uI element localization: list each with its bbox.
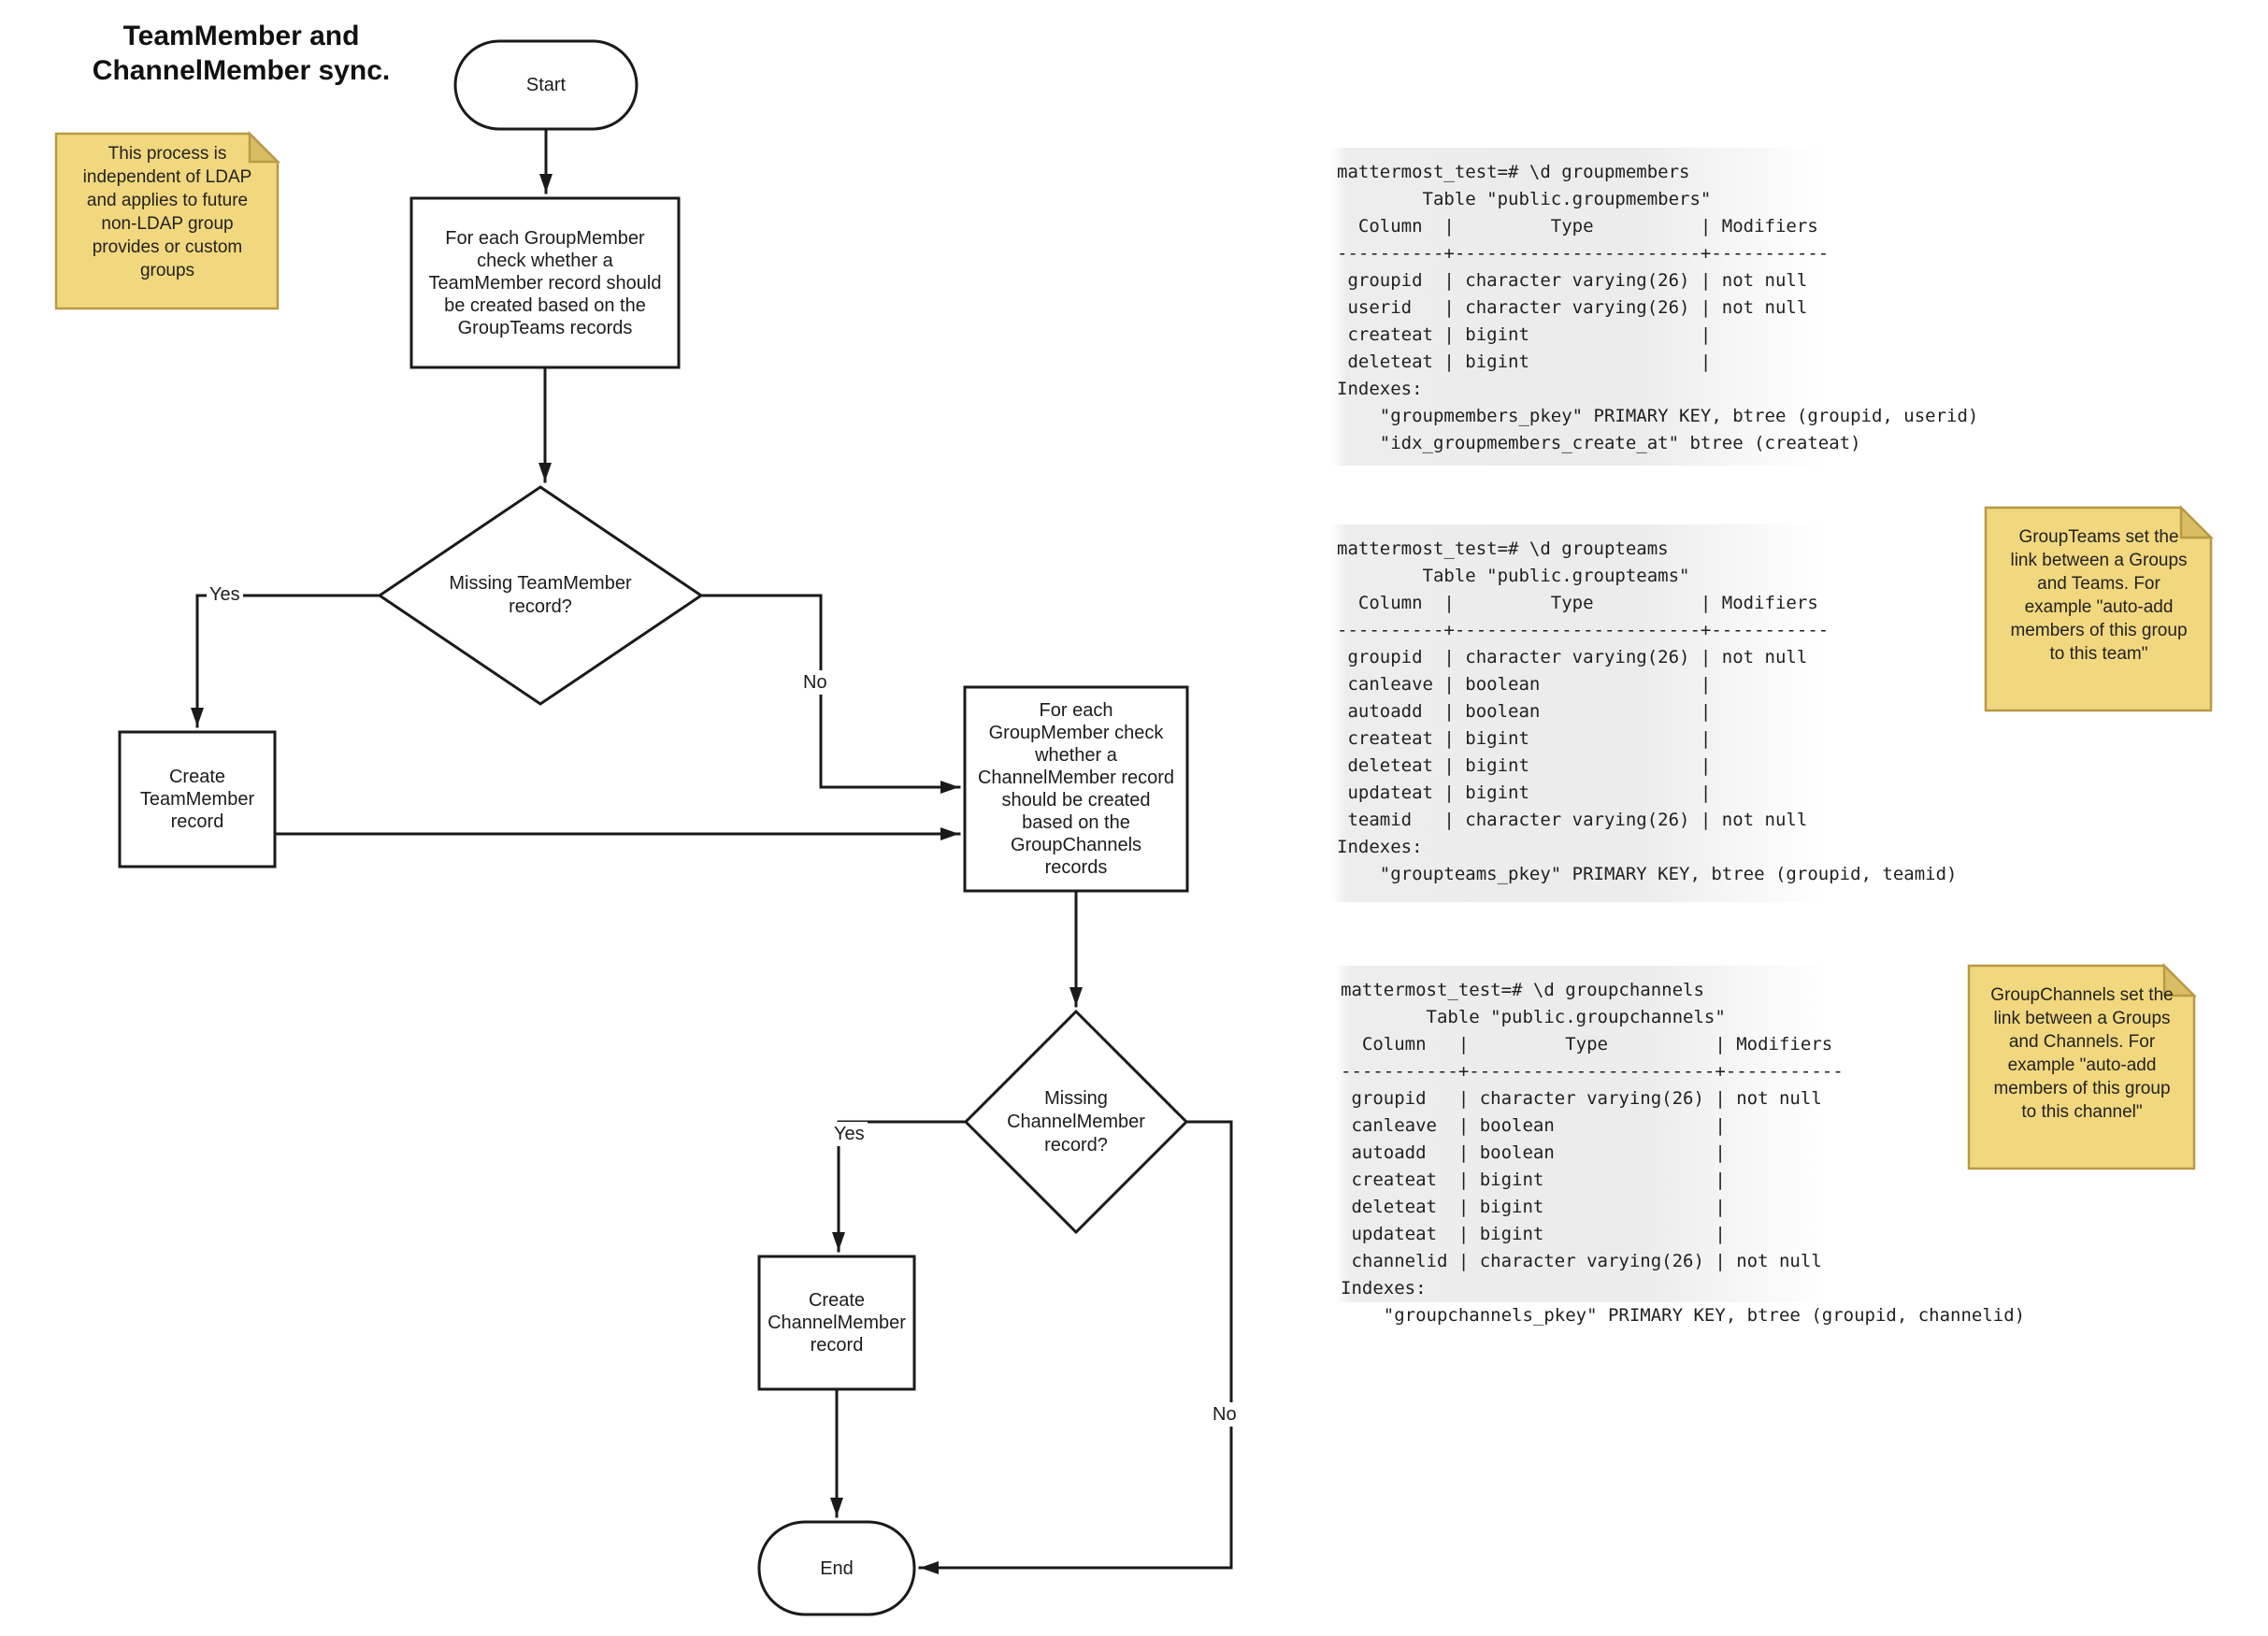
connector-decision1-yes (191, 594, 381, 728)
decision-channelmember-shape (963, 1009, 1189, 1235)
code-block-groupchannels-text: mattermost_test=# \d groupchannels Table… (1341, 980, 2026, 1326)
edge-label-yes-channelmember: Yes (831, 1122, 868, 1146)
note-process-independent-shape (54, 132, 280, 310)
nodes (118, 39, 1189, 1616)
sticky-notes (54, 130, 2215, 1170)
code-block-groupmembers: mattermost_test=# \d groupmembers Table … (1331, 148, 1979, 466)
edge-label-no-teammember: No (800, 670, 830, 695)
start-terminal-label: Start (525, 75, 567, 95)
code-block-groupteams-text: mattermost_test=# \d groupteams Table "p… (1337, 538, 1958, 884)
create-teammember-label: Create TeamMember record (139, 767, 255, 832)
note-groupteams-shape (1984, 506, 2213, 712)
edge-label-no-channelmember: No (1210, 1402, 1240, 1427)
note-groupteams-text: GroupTeams set the link between a Groups… (2010, 527, 2188, 664)
start-terminal-shape (453, 39, 639, 131)
note-groupchannels-fold-icon (2162, 962, 2198, 997)
note-groupteams-fold-icon (2179, 504, 2215, 539)
process-teammember-shape (409, 196, 681, 369)
end-terminal-shape (757, 1520, 916, 1616)
code-block-groupchannels: mattermost_test=# \d groupchannels Table… (1335, 966, 2025, 1326)
edge-label-yes-teammember: Yes (207, 582, 243, 607)
decision-channelmember-label: Missing ChannelMember record? (1007, 1087, 1145, 1155)
connectors (191, 127, 1233, 1574)
page-title: TeamMember and ChannelMember sync. (92, 21, 391, 86)
decision-teammember-label: Missing TeamMember record? (449, 573, 632, 617)
create-channelmember-shape (757, 1255, 916, 1391)
note-process-independent-fold-icon (248, 130, 281, 164)
code-block-groupmembers-text: mattermost_test=# \d groupmembers Table … (1337, 162, 1979, 453)
decision-teammember-shape (377, 485, 704, 706)
process-channelmember-shape (963, 685, 1189, 893)
create-teammember-shape (118, 730, 277, 868)
note-groupchannels-shape (1967, 964, 2196, 1170)
note-process-independent-text: This process is independent of LDAP and … (82, 144, 252, 280)
create-channelmember-label: Create ChannelMember record (768, 1290, 906, 1356)
code-block-groupteams: mattermost_test=# \d groupteams Table "p… (1331, 524, 1958, 902)
note-groupchannels-text: GroupChannels set the link between a Gro… (1990, 985, 2174, 1122)
process-teammember-label: For each GroupMember check whether a Tea… (428, 227, 662, 338)
process-channelmember-label: For each GroupMember check whether a Cha… (977, 700, 1175, 878)
end-terminal-label: End (820, 1557, 854, 1579)
connector-decision1-no (699, 594, 961, 794)
connector-decision2-no (918, 1120, 1233, 1574)
